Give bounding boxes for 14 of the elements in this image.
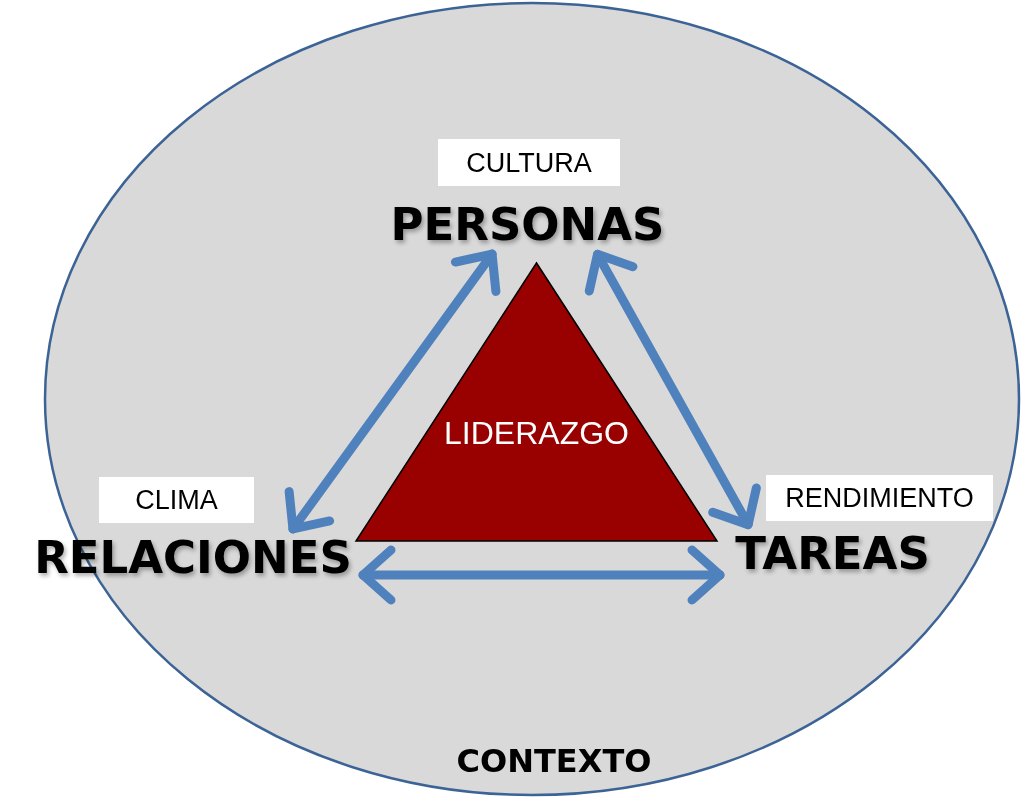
- context-label: CONTEXTO: [455, 741, 653, 781]
- triangle-label: LIDERAZGO: [443, 415, 630, 451]
- tag-label: CLIMA: [135, 484, 218, 516]
- double-arrow: [358, 545, 725, 605]
- leadership-triangle: [355, 262, 718, 542]
- category-heading: TAREAS: [725, 529, 940, 579]
- category-heading: PERSONAS: [385, 200, 670, 250]
- double-arrow: [584, 249, 761, 530]
- double-arrow: [284, 249, 501, 534]
- label-box: [99, 477, 254, 523]
- label-box: [766, 475, 993, 521]
- tag-label: CULTURA: [466, 146, 592, 179]
- tag-label: RENDIMIENTO: [785, 482, 974, 514]
- label-box: [438, 139, 620, 186]
